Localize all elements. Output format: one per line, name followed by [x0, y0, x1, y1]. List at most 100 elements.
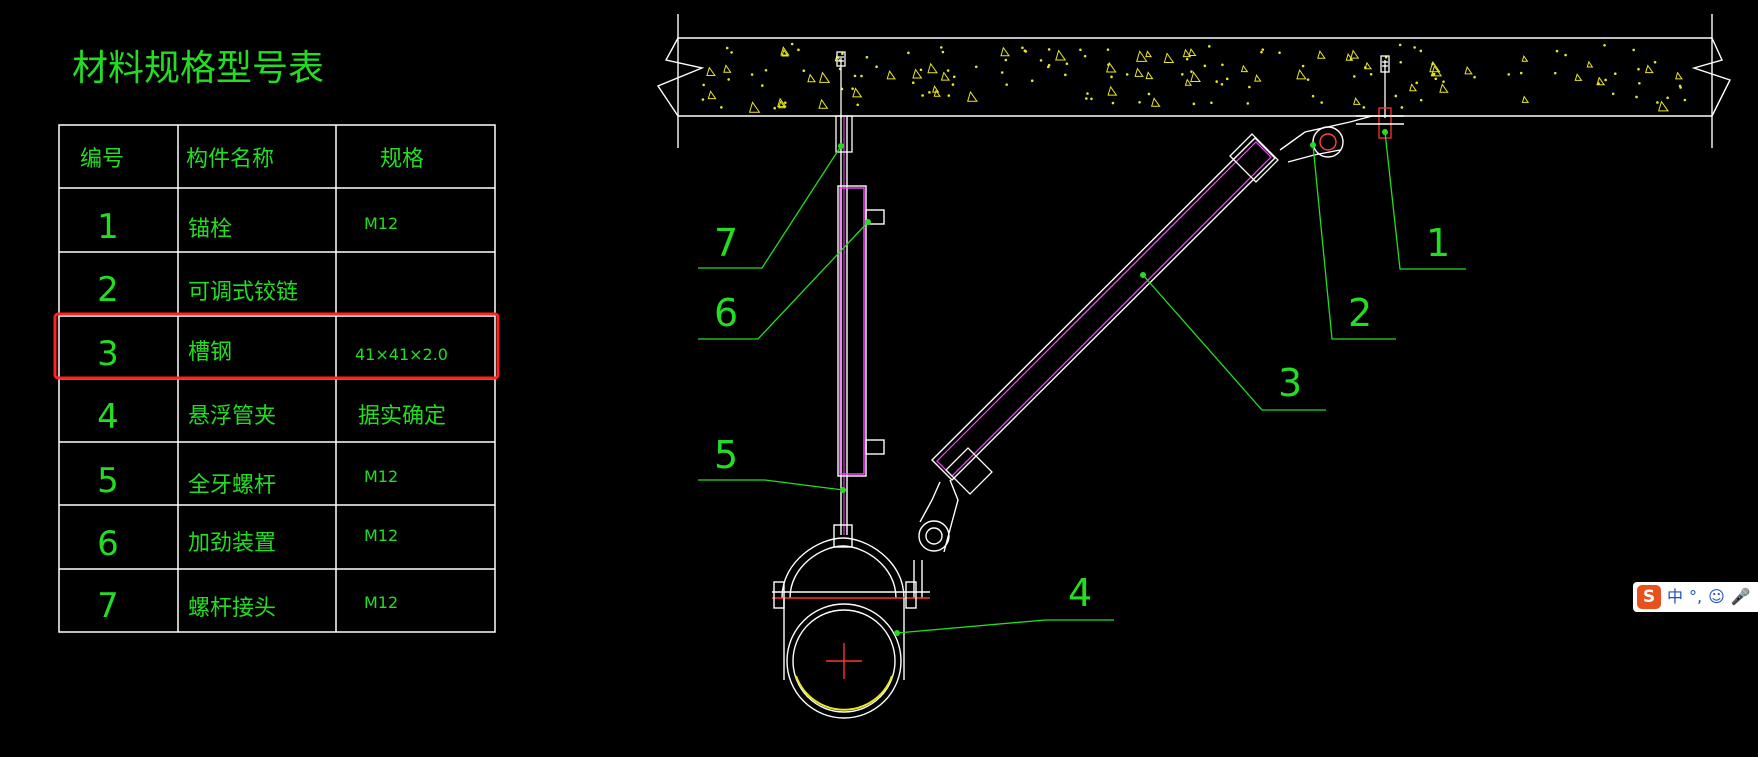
hatch-triangle	[1107, 85, 1118, 96]
hatch-dot	[802, 69, 806, 73]
hatch-triangle	[1586, 60, 1594, 68]
hatch-dot	[1419, 49, 1423, 53]
hatch-dot	[875, 65, 878, 69]
hatch-dot	[1679, 86, 1682, 89]
row-name: 锚栓	[188, 217, 232, 242]
callout-5: 5	[714, 433, 738, 477]
row-spec: M12	[364, 526, 398, 545]
row-name: 全牙螺杆	[188, 473, 276, 498]
hatch-dot	[939, 46, 943, 49]
hatch-dot	[1086, 92, 1089, 95]
hatch-triangle	[777, 97, 787, 108]
hatch-dot	[1147, 92, 1151, 96]
hatch-dot	[1638, 82, 1641, 85]
hatch-dot	[1555, 49, 1559, 53]
table-row: 2 可调式铰链	[97, 270, 298, 310]
hatch-dot	[1434, 77, 1438, 81]
hatch-dot	[1431, 73, 1434, 76]
ime-toolbar[interactable]: S 中 °, ☺ 🎤	[1633, 582, 1758, 612]
microphone-icon[interactable]: 🎤	[1730, 587, 1751, 606]
row-name: 加劲装置	[188, 531, 276, 556]
hatch-triangle	[1188, 47, 1197, 57]
hatch-triangle	[966, 90, 978, 102]
row-name: 可调式铰链	[188, 280, 298, 305]
hatch-triangle	[1182, 48, 1192, 58]
row-number: 3	[97, 334, 119, 374]
hatch-dot	[1519, 71, 1523, 75]
hatch-dot	[1311, 94, 1315, 98]
diagonal-channel	[931, 133, 1279, 495]
hatch-dot	[730, 51, 733, 54]
header-spec: 规格	[380, 147, 424, 172]
anchor-bolt-right	[1378, 55, 1392, 139]
hatch-dot	[1220, 82, 1224, 86]
hatch-dot	[1363, 66, 1367, 69]
hatch-dot	[1260, 50, 1263, 54]
smiley-icon[interactable]: ☺	[1708, 587, 1725, 606]
hatch-triangle	[778, 100, 786, 109]
hatch-dot	[1597, 82, 1600, 85]
hatch-dot	[1301, 64, 1305, 68]
hatch-dot	[1215, 80, 1218, 83]
hatch-dot	[1021, 46, 1024, 50]
hatch-triangle	[1145, 71, 1154, 80]
hatch-triangle	[1658, 100, 1669, 112]
row-spec: M12	[364, 467, 398, 486]
hatch-triangle	[781, 48, 789, 57]
hatch-dot	[1083, 54, 1087, 58]
hatch-triangle	[940, 71, 951, 81]
hatch-dot	[1079, 48, 1082, 52]
hatch-dot	[1138, 100, 1141, 104]
hatch-triangle	[1317, 50, 1326, 59]
ime-punctuation-toggle[interactable]: °,	[1689, 587, 1703, 606]
hatch-triangle	[1106, 61, 1117, 73]
callout-1: 1	[1426, 221, 1450, 265]
table-row: 3 槽钢 41×41×2.0	[97, 334, 448, 374]
hatch-triangle	[933, 89, 941, 97]
hatch-dot	[1656, 101, 1659, 104]
hatch-dot	[928, 91, 931, 94]
hatch-triangle	[1675, 71, 1683, 80]
leader-dots	[838, 129, 1388, 636]
hatch-triangle	[818, 71, 831, 83]
row-spec: 据实确定	[358, 404, 446, 429]
hatch-triangle	[1254, 74, 1262, 82]
hatch-dot	[1604, 78, 1607, 82]
callout-2: 2	[1348, 291, 1372, 335]
hatch-dot	[1207, 45, 1211, 48]
hatch-dot	[1431, 62, 1434, 66]
row-number: 2	[97, 270, 119, 310]
stiffener-channel	[837, 185, 885, 477]
hatch-dot	[1039, 59, 1043, 62]
adjustable-hinge-bottom	[913, 479, 959, 598]
hatch-triangle	[1409, 83, 1418, 92]
hatch-dot	[1398, 43, 1402, 47]
hatch-triangle	[1364, 61, 1372, 70]
hatch-dot	[1666, 96, 1669, 100]
hatch-dot	[1004, 58, 1008, 62]
hatch-dot	[784, 101, 787, 104]
row-number: 6	[97, 524, 119, 564]
hatch-dot	[841, 52, 844, 56]
hatch-dot	[1442, 80, 1445, 83]
callout-6: 6	[714, 291, 738, 335]
hatch-dot	[1553, 71, 1557, 75]
hatch-dot	[1192, 102, 1196, 106]
concrete-hatch	[701, 42, 1687, 113]
hatch-dot	[1637, 67, 1640, 71]
sogou-logo-icon[interactable]: S	[1637, 585, 1661, 609]
ime-language-toggle[interactable]: 中	[1667, 587, 1684, 606]
hatch-dot	[761, 84, 764, 87]
hatch-dot	[947, 94, 951, 97]
hatch-triangle	[1184, 78, 1193, 86]
row-number: 7	[97, 586, 119, 626]
hatch-dot	[865, 55, 869, 59]
table-title: 材料规格型号表	[72, 48, 324, 89]
hatch-triangle	[1134, 67, 1144, 77]
hatch-dot	[1419, 98, 1423, 102]
hatch-dot	[1203, 64, 1207, 68]
hatch-triangle	[886, 70, 896, 80]
hatch-triangle	[748, 101, 761, 113]
hatch-dot	[1111, 101, 1115, 105]
